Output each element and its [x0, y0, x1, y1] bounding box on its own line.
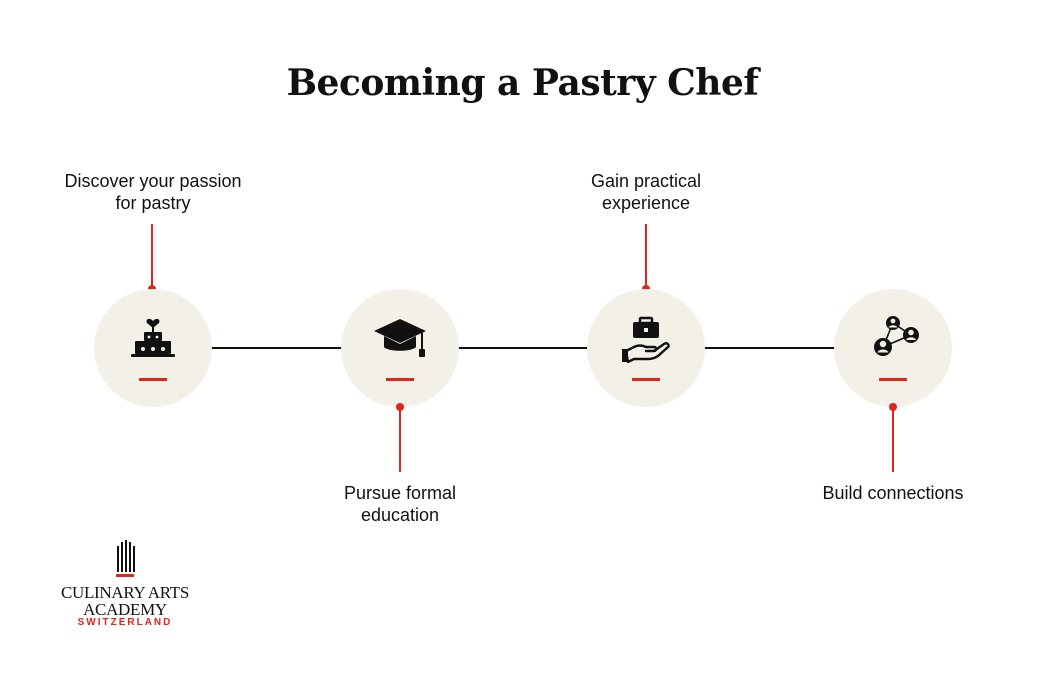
graduation-cap-icon	[374, 319, 426, 357]
step-3-circle	[587, 289, 705, 407]
step-2-label: Pursue formal education	[343, 483, 457, 525]
step-2-circle	[341, 289, 459, 407]
step-4-accent-dash	[879, 378, 907, 381]
step-2-pin-dot	[396, 403, 404, 411]
step-3-pin-line	[645, 224, 647, 286]
academy-logo: CULINARY ARTS ACADEMY SWITZERLAND	[50, 540, 200, 632]
step-1-pin-line	[151, 224, 153, 286]
network-people-icon	[874, 316, 919, 356]
step-4-circle	[834, 289, 952, 407]
timeline-connector	[704, 347, 836, 349]
briefcase-hand-icon	[622, 316, 670, 363]
logo-name-line2: ACADEMY	[83, 600, 167, 619]
step-1-circle	[94, 289, 212, 407]
step-4-pin-line	[892, 410, 894, 472]
step-4-label: Build connections	[822, 483, 964, 503]
timeline-connector	[210, 347, 342, 349]
timeline-connector	[457, 347, 589, 349]
logo-name-line1: CULINARY ARTS	[60, 583, 190, 602]
step-3-accent-dash	[632, 378, 660, 381]
step-2-accent-dash	[386, 378, 414, 381]
cake-icon	[131, 318, 175, 357]
page-title: Becoming a Pastry Chef	[286, 62, 759, 104]
step-1-label: Discover your passion for pastry	[64, 171, 242, 213]
step-2-pin-line	[399, 410, 401, 472]
logo-country: SWITZERLAND	[77, 617, 173, 628]
fork-tines-logo-mark	[116, 540, 135, 577]
step-1-accent-dash	[139, 378, 167, 381]
step-3-label: Gain practical experience	[590, 171, 702, 213]
step-4-pin-dot	[889, 403, 897, 411]
